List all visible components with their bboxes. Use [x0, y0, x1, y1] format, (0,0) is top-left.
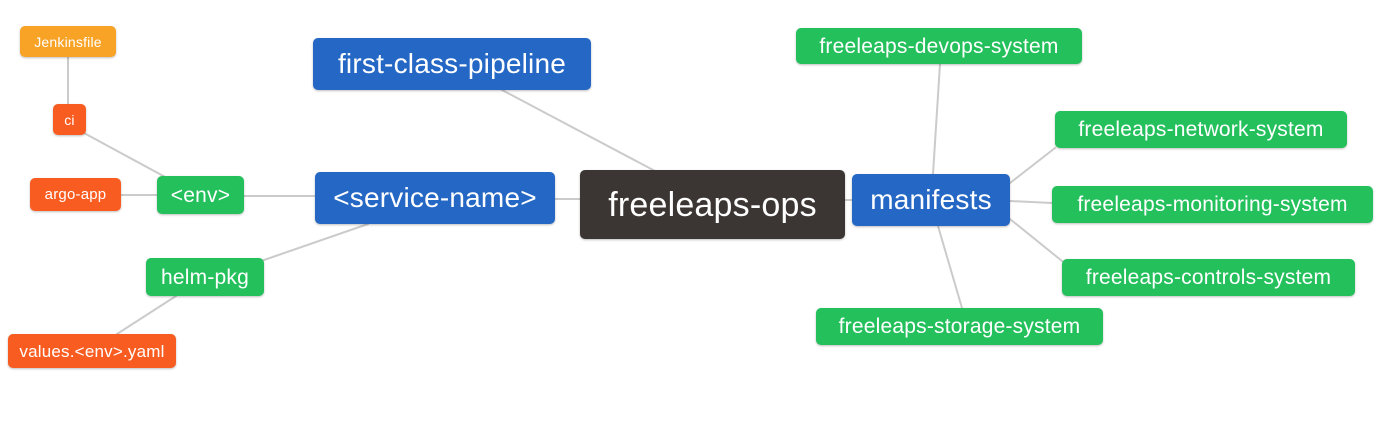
node-service-name[interactable]: <service-name> [315, 172, 555, 224]
node-manifests[interactable]: manifests [852, 174, 1010, 226]
edge-first-class-pipeline-to-freeleaps-ops [501, 89, 656, 172]
edge-manifests-to-freeleaps-controls-system [1009, 218, 1063, 262]
node-freeleaps-monitoring-system[interactable]: freeleaps-monitoring-system [1052, 186, 1373, 223]
edge-helm-pkg-to-service-name [263, 223, 369, 261]
node-freeleaps-ops[interactable]: freeleaps-ops [580, 170, 845, 239]
node-helm-pkg[interactable]: helm-pkg [146, 258, 264, 296]
node-jenkinsfile[interactable]: Jenkinsfile [20, 26, 116, 57]
node-first-class-pipeline[interactable]: first-class-pipeline [313, 38, 591, 90]
node-freeleaps-storage-system[interactable]: freeleaps-storage-system [816, 308, 1103, 345]
node-freeleaps-devops-system[interactable]: freeleaps-devops-system [796, 28, 1082, 64]
node-ci[interactable]: ci [53, 104, 86, 135]
node-freeleaps-network-system[interactable]: freeleaps-network-system [1055, 111, 1347, 148]
edge-values-env-yaml-to-helm-pkg [116, 295, 177, 335]
node-freeleaps-controls-system[interactable]: freeleaps-controls-system [1062, 259, 1355, 296]
node-argo-app[interactable]: argo-app [30, 178, 121, 211]
edge-manifests-to-freeleaps-storage-system [937, 225, 963, 309]
node-values-env-yaml[interactable]: values.<env>.yaml [8, 334, 176, 368]
edge-manifests-to-freeleaps-monitoring-system [1009, 200, 1053, 204]
edge-manifests-to-freeleaps-devops-system [932, 63, 941, 175]
node-env[interactable]: <env> [157, 176, 244, 214]
edge-ci-to-env [83, 132, 168, 179]
edge-manifests-to-freeleaps-network-system [1009, 147, 1056, 184]
